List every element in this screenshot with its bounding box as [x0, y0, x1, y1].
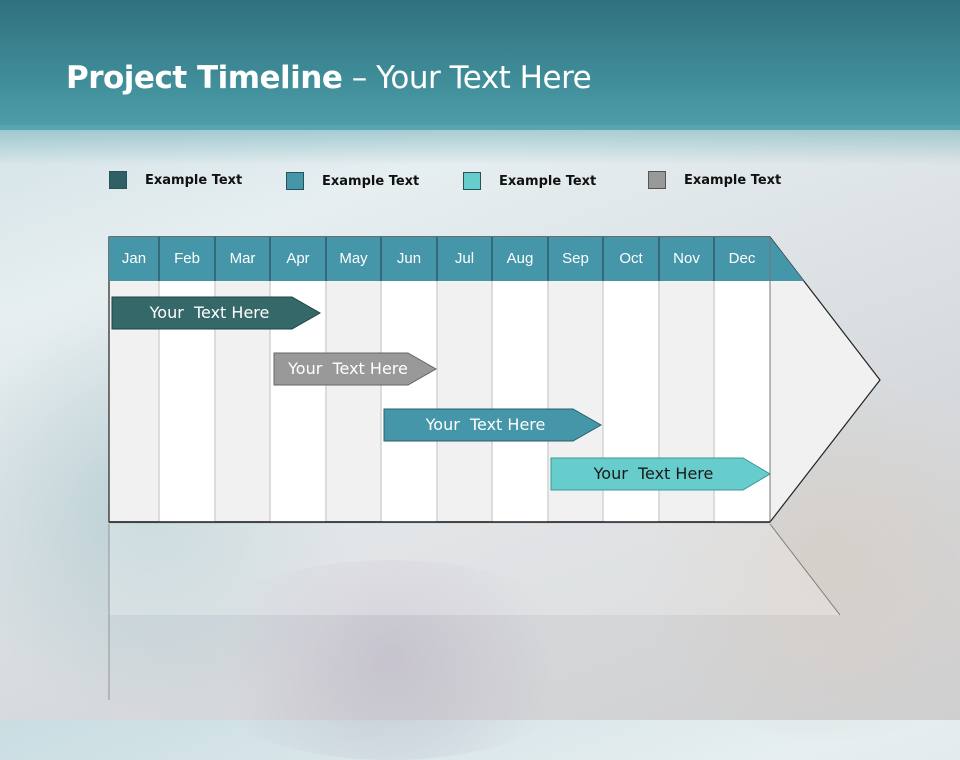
month-aug: Aug: [506, 250, 534, 267]
task-label-1: Your Text Here: [149, 303, 270, 322]
legend-label: Example Text: [145, 172, 243, 188]
title-bold: Project Timeline: [66, 60, 343, 96]
legend-label: Example Text: [684, 172, 782, 188]
task-bar-1[interactable]: [111, 296, 322, 330]
month-feb: Feb: [174, 250, 200, 267]
legend-label: Example Text: [499, 173, 597, 189]
month-may: May: [339, 250, 368, 267]
task-bar-2[interactable]: [273, 352, 438, 386]
legend-item-2: Example Text: [286, 172, 419, 190]
page-title: Project Timeline – Your Text Here: [66, 60, 592, 96]
month-sep: Sep: [562, 250, 589, 267]
legend-item-3: Example Text: [463, 172, 596, 190]
task-label-3: Your Text Here: [425, 415, 546, 434]
month-dec: Dec: [728, 250, 756, 267]
legend-label: Example Text: [322, 173, 420, 189]
task-label-4: Your Text Here: [593, 464, 714, 483]
month-mar: Mar: [229, 250, 256, 267]
reflection: [109, 524, 840, 615]
legend-item-1: Example Text: [109, 171, 242, 189]
task-label-2: Your Text Here: [288, 359, 408, 378]
legend-swatch-aqua: [463, 172, 481, 190]
month-jun: Jun: [396, 250, 422, 267]
legend-swatch-dark-teal: [109, 171, 127, 189]
month-apr: Apr: [286, 250, 310, 267]
legend-item-4: Example Text: [648, 171, 781, 189]
legend-swatch-teal: [286, 172, 304, 190]
title-banner-fade: [0, 125, 960, 165]
task-bar-4[interactable]: [550, 457, 771, 491]
task-bar-3[interactable]: [383, 408, 603, 442]
timeline-chart: [108, 236, 881, 700]
title-banner: [0, 0, 960, 130]
month-jul: Jul: [454, 250, 475, 267]
title-subtitle: – Your Text Here: [342, 60, 592, 96]
month-jan: Jan: [121, 250, 147, 267]
month-nov: Nov: [673, 250, 700, 267]
month-oct: Oct: [619, 250, 643, 267]
month-header: [109, 237, 804, 281]
legend-swatch-gray: [648, 171, 666, 189]
